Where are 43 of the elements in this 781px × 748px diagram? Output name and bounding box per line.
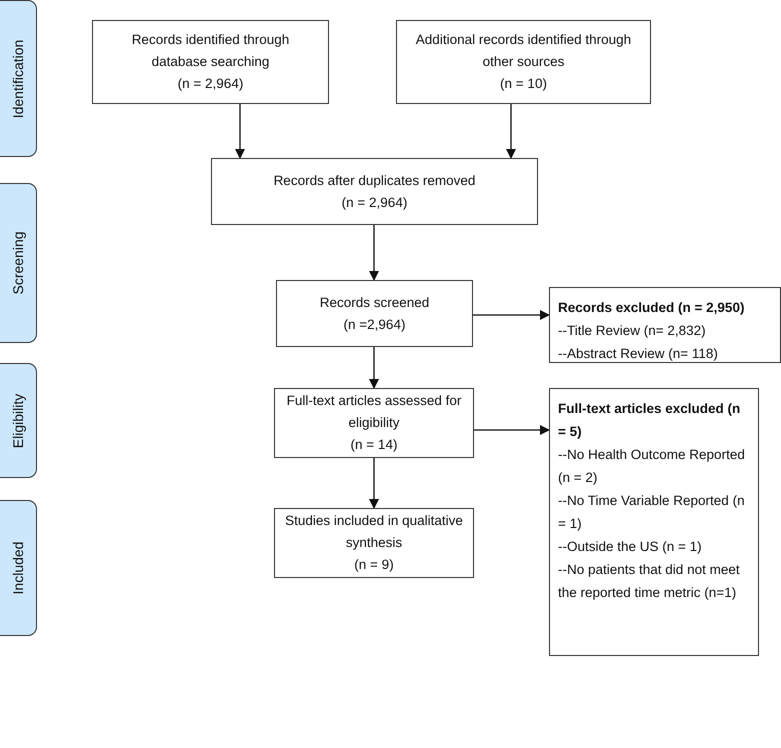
- process-box: [274, 388, 474, 458]
- stage-band: [0, 363, 37, 478]
- arrow: [369, 458, 379, 509]
- exclusion-reason: --Outside the US (n = 1): [558, 538, 703, 556]
- box-text: Records after duplicates removed: [274, 172, 476, 190]
- arrow: [506, 104, 516, 159]
- stage-label: Included: [10, 542, 26, 594]
- exclusion-reason: --Abstract Review (n= 118): [558, 345, 719, 363]
- count-text: (n = 9): [354, 556, 394, 574]
- arrow: [474, 425, 550, 435]
- box-heading: Records excluded (n = 2,950): [558, 299, 746, 317]
- box-text: Additional records identified through other sources: [414, 31, 632, 71]
- stage-label: Identification: [10, 39, 26, 118]
- stage-band: [0, 500, 37, 636]
- count-text: (n = 2,964): [342, 194, 408, 212]
- process-box: [276, 280, 473, 347]
- count-text: (n = 10): [500, 75, 547, 93]
- exclusion-reason: --No Health Outcome Reported (n = 2): [558, 446, 746, 487]
- count-text: (n =2,964): [344, 316, 406, 334]
- stage-band: [0, 0, 37, 157]
- process-box: [274, 508, 474, 578]
- stage-label: Eligibility: [10, 393, 26, 448]
- process-box: [396, 20, 651, 104]
- box-text: Records identified through database searching: [130, 31, 290, 71]
- exclusion-box: [549, 287, 781, 363]
- arrow: [369, 347, 379, 389]
- box-text: Records screened: [320, 294, 430, 312]
- stage-band: [0, 183, 37, 343]
- box-text: Studies included in qualitative synthesis: [285, 512, 463, 552]
- count-text: (n = 2,964): [178, 75, 244, 93]
- box-text: Full-text articles assessed for eligibility: [286, 392, 462, 432]
- count-text: (n = 14): [350, 436, 398, 454]
- arrow: [369, 225, 379, 281]
- box-heading: Full-text articles excluded (n = 5): [558, 400, 742, 441]
- exclusion-reason: --Title Review (n= 2,832): [558, 322, 707, 340]
- exclusion-reason: --No Time Variable Reported (n = 1): [558, 492, 746, 533]
- process-box: [92, 20, 329, 104]
- exclusion-box: [549, 388, 759, 656]
- process-box: [211, 158, 538, 225]
- arrow: [473, 310, 550, 320]
- arrow: [235, 104, 245, 159]
- stage-label: Screening: [10, 231, 26, 295]
- exclusion-reason: --No patients that did not meet the reported time metric (n=1): [558, 561, 741, 602]
